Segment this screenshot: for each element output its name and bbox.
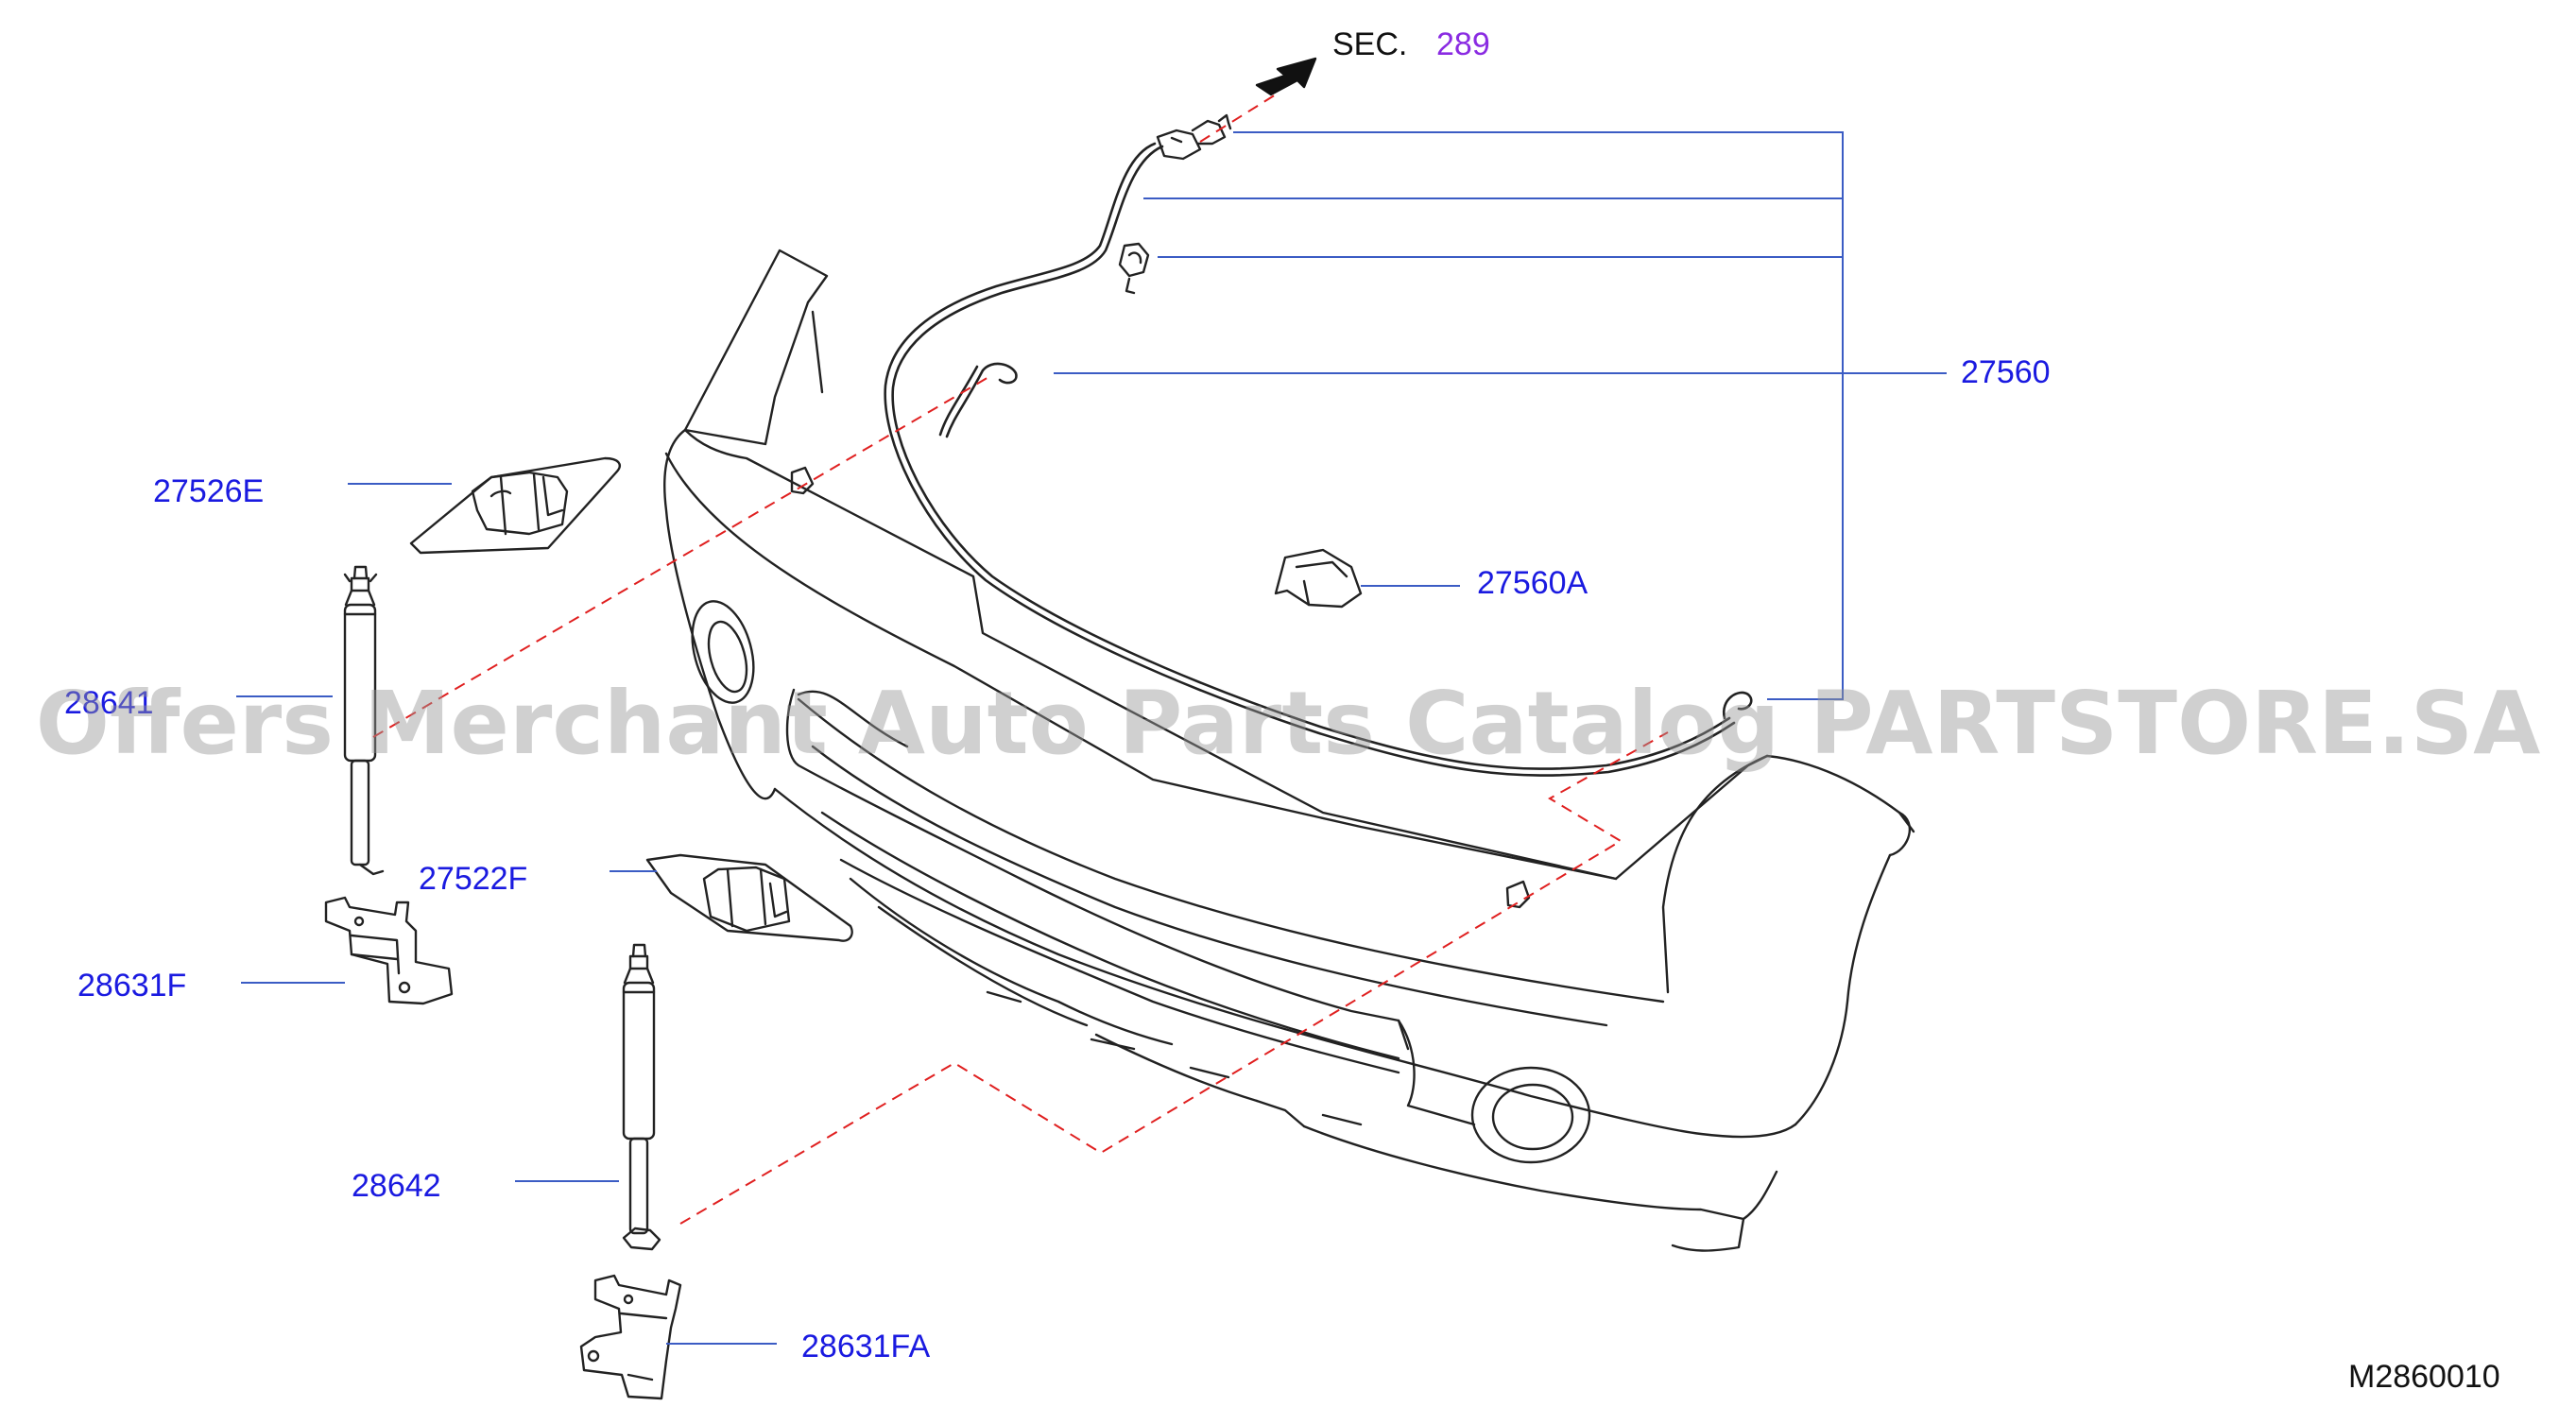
sec-arrow-icon bbox=[1255, 57, 1317, 96]
callout-28631F[interactable]: 28631F bbox=[77, 968, 187, 1004]
callout-27522F[interactable]: 27522F bbox=[419, 861, 528, 897]
leader-27560-bracket bbox=[1233, 131, 1844, 700]
sec-label: SEC. bbox=[1332, 26, 1408, 62]
callout-27560A[interactable]: 27560A bbox=[1477, 565, 1589, 601]
hose-connector bbox=[1156, 113, 1232, 161]
front-bumper bbox=[663, 249, 1915, 1252]
dashed-line-lower-actuator bbox=[679, 731, 1669, 1225]
dashed-line-upper-actuator bbox=[372, 375, 991, 738]
callout-27526E[interactable]: 27526E bbox=[153, 473, 265, 509]
callout-27560[interactable]: 27560 bbox=[1961, 354, 2051, 390]
callout-28641[interactable]: 28641 bbox=[64, 685, 154, 721]
nozzle-bracket-lower bbox=[645, 853, 853, 942]
hose-clip bbox=[1118, 242, 1150, 295]
diagram-code: M2860010 bbox=[2348, 1359, 2500, 1395]
actuator-bracket-upper bbox=[324, 896, 454, 1005]
washer-hose bbox=[884, 142, 1753, 777]
callout-28631FA[interactable]: 28631FA bbox=[801, 1329, 931, 1364]
dashed-line-connector bbox=[1199, 94, 1277, 143]
callout-28642[interactable]: 28642 bbox=[352, 1168, 441, 1204]
actuator-bracket-lower bbox=[579, 1274, 682, 1400]
nozzle-bracket-upper bbox=[409, 456, 621, 555]
hose-clip-27560A bbox=[1274, 548, 1363, 609]
washer-actuator-lower bbox=[622, 943, 661, 1251]
washer-actuator-upper bbox=[343, 565, 385, 876]
sec-number-link[interactable]: 289 bbox=[1436, 26, 1490, 62]
